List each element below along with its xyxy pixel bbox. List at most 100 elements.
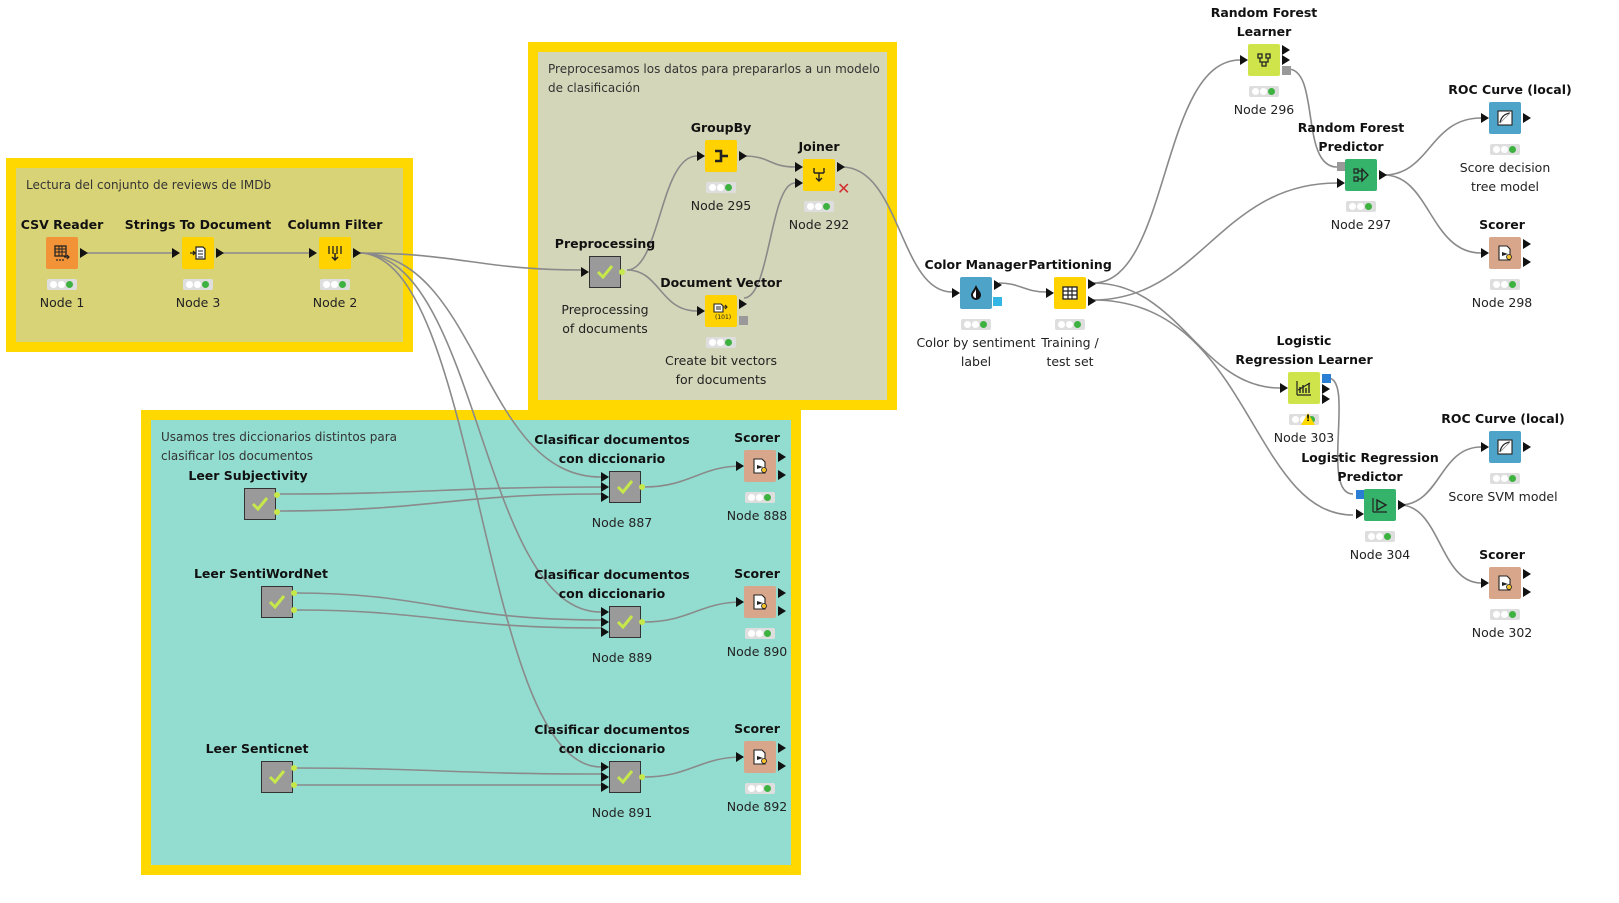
- roc-icon[interactable]: [1489, 431, 1521, 463]
- model-port[interactable]: [1282, 66, 1291, 75]
- input-port[interactable]: [1356, 509, 1364, 519]
- input-port[interactable]: [736, 461, 744, 471]
- node-label[interactable]: Node 892: [726, 799, 788, 814]
- node-scorer-888[interactable]: Scorer Node 888: [727, 430, 787, 523]
- node-random-forest-learner[interactable]: Random Forest Learner Node 296: [1211, 5, 1318, 117]
- node-clasificar-889[interactable]: Clasificar documentos con diccionario No…: [534, 567, 690, 665]
- document-icon[interactable]: [182, 237, 214, 269]
- node-preprocessing[interactable]: Preprocessing Preprocessing of documents: [555, 236, 655, 336]
- output-port[interactable]: [1379, 170, 1387, 180]
- input-port[interactable]: [601, 482, 609, 492]
- forest-icon[interactable]: [1248, 44, 1280, 76]
- input-port[interactable]: [172, 248, 180, 258]
- node-label[interactable]: Node 887: [591, 515, 653, 530]
- regression-icon[interactable]: [1288, 372, 1320, 404]
- node-label[interactable]: Node 292: [788, 217, 850, 232]
- annotation-preprocess[interactable]: Preprocesamos los datos para prepararlos…: [528, 42, 897, 410]
- node-label[interactable]: Node 296: [1233, 102, 1295, 117]
- output-port[interactable]: [1322, 384, 1330, 394]
- output-port[interactable]: [1282, 45, 1290, 55]
- input-port[interactable]: [697, 151, 705, 161]
- output-port[interactable]: [619, 269, 625, 275]
- node-label[interactable]: Node 3: [175, 295, 221, 310]
- node-label[interactable]: Node 891: [591, 805, 653, 820]
- scorer-icon[interactable]: [1489, 237, 1521, 269]
- node-label[interactable]: Node 888: [726, 508, 788, 523]
- output-port-secondary[interactable]: [739, 316, 748, 325]
- node-logistic-regression-learner[interactable]: Logistic Regression Learner ! Node 303: [1235, 333, 1372, 445]
- node-scorer-302[interactable]: Scorer Node 302: [1472, 547, 1532, 640]
- input-port[interactable]: [1280, 383, 1288, 393]
- node-scorer-892[interactable]: Scorer Node 892: [727, 721, 787, 814]
- node-csv-reader[interactable]: CSV Reader Node 1: [21, 217, 104, 310]
- joiner-icon[interactable]: [803, 159, 835, 191]
- table-icon[interactable]: [46, 237, 78, 269]
- output-port[interactable]: [291, 607, 297, 613]
- node-label[interactable]: Node 1: [39, 295, 85, 310]
- check-icon[interactable]: [261, 586, 293, 618]
- output-port[interactable]: [639, 619, 645, 625]
- output-port[interactable]: [353, 248, 361, 258]
- scorer-icon[interactable]: [744, 450, 776, 482]
- input-port[interactable]: [697, 306, 705, 316]
- input-port[interactable]: [952, 288, 960, 298]
- node-label[interactable]: Node 304: [1349, 547, 1411, 562]
- node-document-vector[interactable]: Document Vector (101) Create bit vectors…: [660, 275, 782, 387]
- input-port[interactable]: [601, 472, 609, 482]
- node-label[interactable]: Node 295: [690, 198, 752, 213]
- output-port[interactable]: [778, 761, 786, 771]
- output-port-test[interactable]: [1088, 296, 1096, 306]
- input-port[interactable]: [736, 597, 744, 607]
- node-joiner[interactable]: Joiner ✕ Node 292: [789, 139, 851, 232]
- output-port[interactable]: [1523, 442, 1531, 452]
- output-port[interactable]: [739, 151, 747, 161]
- output-port[interactable]: [1322, 394, 1330, 404]
- output-port[interactable]: [216, 248, 224, 258]
- output-port[interactable]: [291, 765, 297, 771]
- output-port[interactable]: [274, 492, 280, 498]
- output-port[interactable]: [1523, 239, 1531, 249]
- node-label[interactable]: Training / test set: [1041, 335, 1099, 369]
- input-port[interactable]: [581, 267, 589, 277]
- node-partitioning[interactable]: Partitioning Training / test set: [1028, 257, 1112, 369]
- scorer-icon[interactable]: [744, 741, 776, 773]
- input-port[interactable]: [601, 617, 609, 627]
- input-port[interactable]: [601, 492, 609, 502]
- input-port[interactable]: [601, 772, 609, 782]
- input-port[interactable]: [1481, 113, 1489, 123]
- warning-icon[interactable]: !: [1301, 413, 1315, 425]
- node-label[interactable]: Score decision tree model: [1459, 160, 1551, 194]
- node-label[interactable]: Preprocessing of documents: [561, 302, 649, 336]
- output-port[interactable]: [778, 470, 786, 480]
- node-color-manager[interactable]: Color Manager Color by sentiment label: [916, 257, 1035, 369]
- node-scorer-298[interactable]: Scorer Node 298: [1472, 217, 1532, 310]
- node-groupby[interactable]: GroupBy Node 295: [691, 120, 752, 213]
- output-port[interactable]: [1398, 500, 1406, 510]
- input-port[interactable]: [601, 762, 609, 772]
- check-icon[interactable]: [609, 761, 641, 793]
- node-scorer-890[interactable]: Scorer Node 890: [727, 566, 787, 659]
- node-logistic-regression-predictor[interactable]: Logistic Regression Predictor Node 304: [1301, 450, 1439, 562]
- input-port[interactable]: [1046, 288, 1054, 298]
- node-label[interactable]: Node 303: [1273, 430, 1335, 445]
- node-label[interactable]: Node 302: [1471, 625, 1533, 640]
- model-input-port[interactable]: [1356, 490, 1365, 499]
- input-port[interactable]: [1481, 442, 1489, 452]
- input-port-right[interactable]: [795, 178, 803, 188]
- vector-icon[interactable]: (101): [705, 295, 737, 327]
- output-port[interactable]: [1282, 55, 1290, 65]
- node-label[interactable]: Create bit vectors for documents: [665, 353, 777, 387]
- output-port[interactable]: [291, 590, 297, 596]
- input-port[interactable]: [1337, 178, 1345, 188]
- node-leer-subjectivity[interactable]: Leer Subjectivity: [188, 468, 308, 520]
- check-icon[interactable]: [609, 606, 641, 638]
- output-port-train[interactable]: [1088, 279, 1096, 289]
- node-label[interactable]: Node 890: [726, 644, 788, 659]
- input-port[interactable]: [1481, 248, 1489, 258]
- output-port[interactable]: [1523, 569, 1531, 579]
- input-port[interactable]: [601, 782, 609, 792]
- output-port[interactable]: [639, 774, 645, 780]
- output-port[interactable]: [739, 299, 747, 309]
- output-port[interactable]: [80, 248, 88, 258]
- color-model-port[interactable]: [993, 297, 1002, 306]
